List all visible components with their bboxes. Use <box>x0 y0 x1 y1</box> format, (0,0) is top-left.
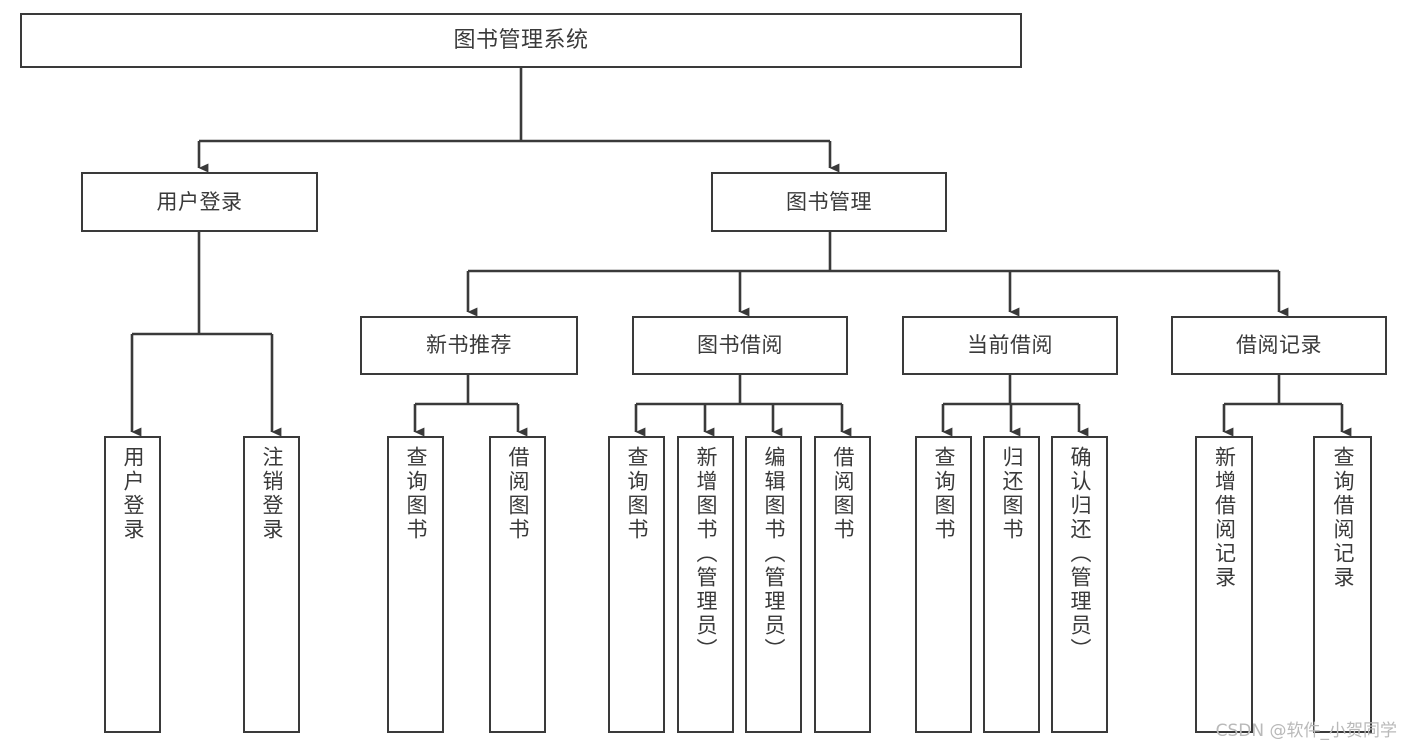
node-label: 新增借阅记录 <box>1212 446 1237 590</box>
node-leaf-query-book-rec[interactable]: 查询图书 <box>387 436 444 733</box>
node-label: 查询借阅记录 <box>1331 446 1355 590</box>
node-leaf-query-book-borrow[interactable]: 查询图书 <box>608 436 665 733</box>
node-label: 查询图书 <box>404 446 428 542</box>
node-leaf-borrow-book-rec[interactable]: 借阅图书 <box>489 436 546 733</box>
node-leaf-query-book-current[interactable]: 查询图书 <box>915 436 972 733</box>
node-user-login[interactable]: 用户登录 <box>81 172 318 232</box>
node-label: 归还图书 <box>1000 446 1024 542</box>
csdn-watermark: CSDN @软件_小贺同学 <box>1215 721 1397 741</box>
node-label: 图书管理 <box>786 189 872 214</box>
node-book-borrow[interactable]: 图书借阅 <box>632 316 848 375</box>
node-leaf-user-login[interactable]: 用户登录 <box>104 436 161 733</box>
node-root-system[interactable]: 图书管理系统 <box>20 13 1022 68</box>
node-label: 编辑图书（管理员） <box>762 446 786 662</box>
node-borrow-record[interactable]: 借阅记录 <box>1171 316 1387 375</box>
node-label: 用户登录 <box>121 446 145 542</box>
node-label: 新书推荐 <box>426 333 512 358</box>
node-leaf-return-book[interactable]: 归还图书 <box>983 436 1040 733</box>
node-label: 新增图书（管理员） <box>694 446 718 662</box>
node-leaf-borrow-book[interactable]: 借阅图书 <box>814 436 871 733</box>
node-leaf-confirm-return[interactable]: 确认归还（管理员） <box>1051 436 1108 733</box>
node-new-book-rec[interactable]: 新书推荐 <box>360 316 578 375</box>
node-leaf-add-record[interactable]: 新增借阅记录 <box>1195 436 1253 733</box>
node-leaf-logout[interactable]: 注销登录 <box>243 436 300 733</box>
node-label: 查询图书 <box>625 446 649 542</box>
node-label: 借阅图书 <box>831 446 855 542</box>
node-leaf-query-record[interactable]: 查询借阅记录 <box>1313 436 1372 733</box>
node-label: 借阅图书 <box>506 446 530 542</box>
node-label: 图书管理系统 <box>453 27 589 53</box>
node-label: 当前借阅 <box>967 333 1053 358</box>
node-label: 图书借阅 <box>697 333 783 358</box>
node-label: 确认归还（管理员） <box>1068 446 1092 662</box>
node-current-borrow[interactable]: 当前借阅 <box>902 316 1118 375</box>
node-label: 注销登录 <box>260 446 284 542</box>
node-label: 用户登录 <box>156 189 243 214</box>
node-label: 查询图书 <box>932 446 956 542</box>
node-book-manage[interactable]: 图书管理 <box>711 172 947 232</box>
node-leaf-edit-book[interactable]: 编辑图书（管理员） <box>745 436 802 733</box>
node-leaf-add-book[interactable]: 新增图书（管理员） <box>677 436 734 733</box>
node-label: 借阅记录 <box>1236 333 1322 358</box>
